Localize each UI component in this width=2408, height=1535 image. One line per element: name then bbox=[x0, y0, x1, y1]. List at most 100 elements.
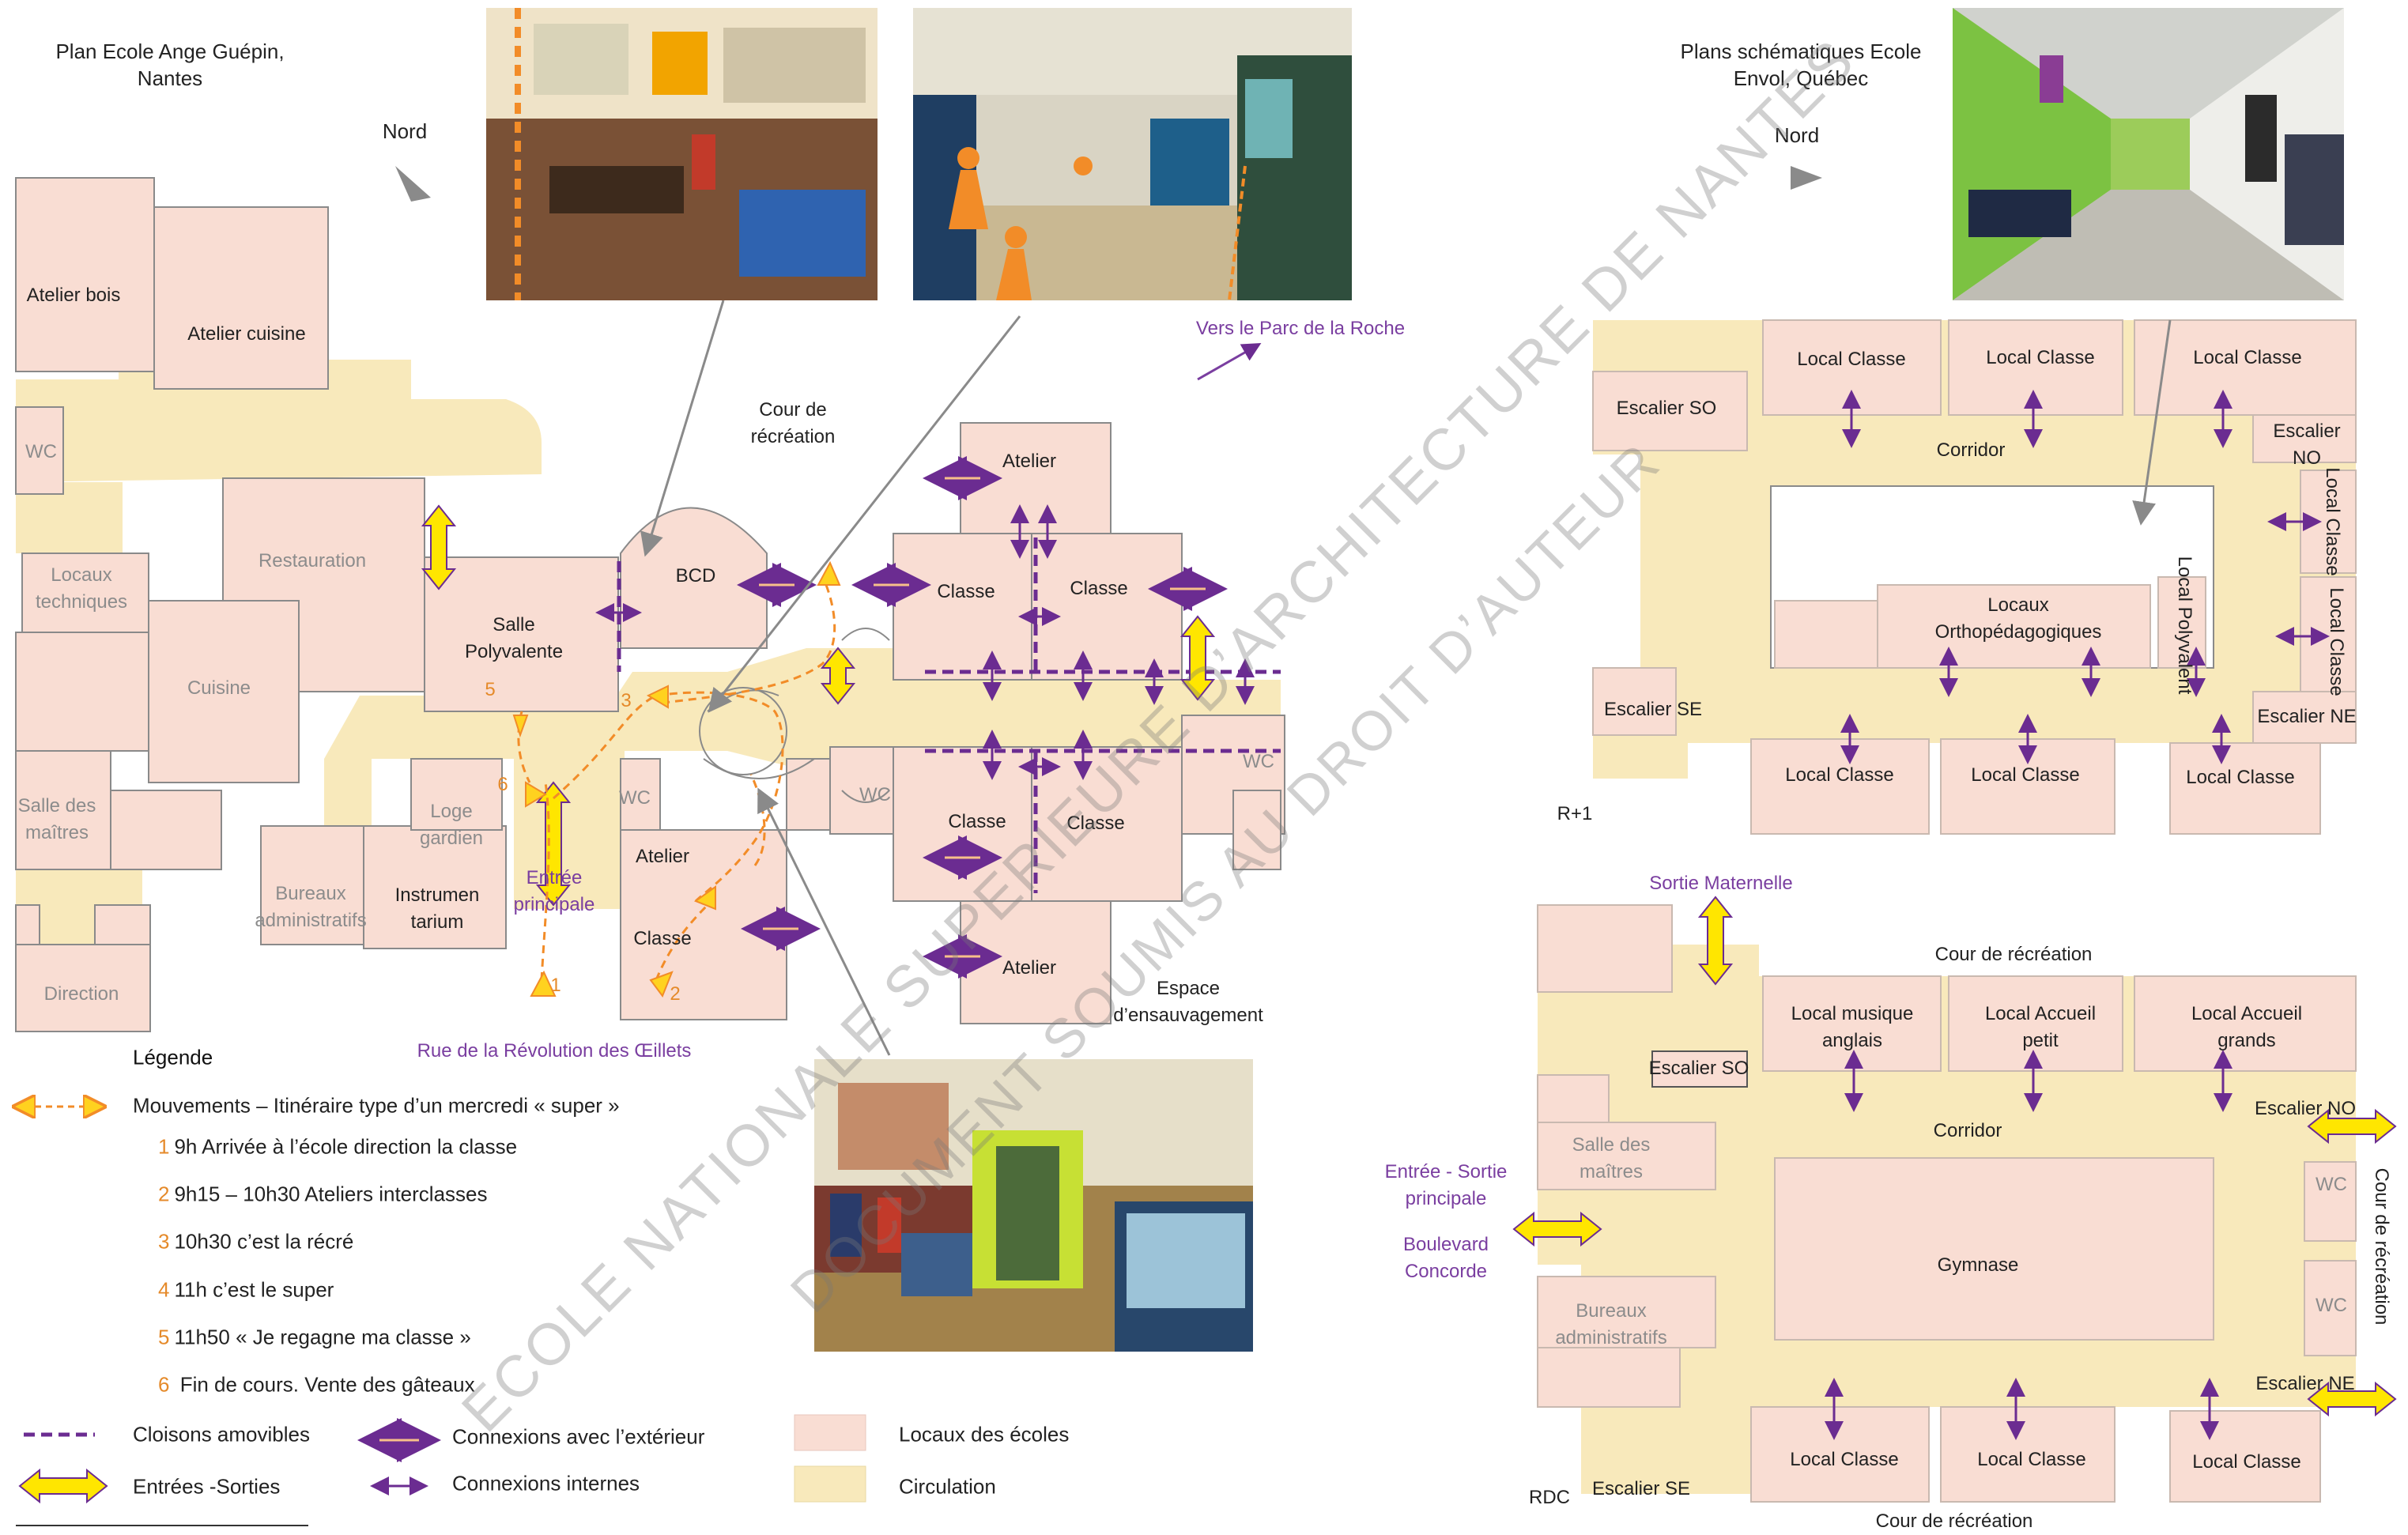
room-wc-c: WC bbox=[859, 784, 891, 805]
legend-symbols bbox=[16, 1107, 866, 1526]
upper-locaux-ortho: Locaux Orthopédagogiques bbox=[1934, 594, 2102, 643]
connexions-internes bbox=[595, 504, 1255, 780]
room-atelier-classe-bottom: Classe bbox=[633, 928, 692, 949]
upper-escalier-se: Escalier SE bbox=[1603, 699, 1703, 720]
rue-label: Rue de la Révolution des Œillets bbox=[417, 1040, 692, 1062]
room-wc-d: WC bbox=[1243, 751, 1274, 772]
upper-escalier-no: Escalier NO bbox=[2273, 421, 2341, 469]
right-lower-connections bbox=[1825, 1050, 2232, 1440]
right-upper-circulation bbox=[1593, 320, 2356, 779]
itineraire-markers bbox=[512, 560, 841, 998]
legend-movements: Mouvements – Itinéraire type d’un mercre… bbox=[133, 1093, 620, 1118]
left-curved-room-lines bbox=[699, 628, 890, 803]
upper-local-classe-6: Local Classe bbox=[2186, 767, 2295, 788]
photo-hall-bcd bbox=[913, 8, 1352, 300]
lower-entree-sortie: Entrée - Sortie principale bbox=[1384, 1161, 1508, 1209]
room-locaux-techniques: Locaux techniques bbox=[35, 564, 128, 613]
lower-corridor: Corridor bbox=[1933, 1120, 2002, 1141]
upper-local-classe-5: Local Classe bbox=[1971, 764, 2080, 786]
legend-step-6: 6 Fin de cours. Vente des gâteaux bbox=[158, 1372, 475, 1397]
right-upper-rooms bbox=[1592, 319, 2357, 835]
room-wc-b: WC bbox=[619, 787, 651, 809]
north-label-left: Nord bbox=[382, 119, 428, 143]
lower-sortie-maternelle: Sortie Maternelle bbox=[1649, 873, 1793, 894]
upper-local-classe-east-2: Local Classe bbox=[2326, 587, 2347, 696]
cour-de-recreation-left: Cour de récréation bbox=[750, 399, 836, 447]
lower-cour-north: Cour de récréation bbox=[1934, 944, 2093, 965]
north-label-right: Nord bbox=[1774, 123, 1820, 147]
lower-escalier-ne: Escalier NE bbox=[2255, 1373, 2355, 1394]
upper-level-label: R+1 bbox=[1557, 803, 1593, 824]
photo-salle-polyvalente bbox=[486, 8, 878, 300]
upper-escalier-so: Escalier SO bbox=[1616, 398, 1717, 419]
lower-escalier-no: Escalier NO bbox=[2254, 1098, 2357, 1119]
lower-bureaux: Bureaux administratifs bbox=[1555, 1300, 1667, 1348]
upper-local-classe-1: Local Classe bbox=[1797, 349, 1906, 370]
room-classe-2: Classe bbox=[1070, 578, 1128, 599]
room-salle-polyvalente: Salle Polyvalente bbox=[464, 614, 564, 662]
room-classe-1: Classe bbox=[937, 581, 995, 602]
route-marker-1: 1 bbox=[550, 975, 561, 996]
room-wc-a: WC bbox=[25, 441, 57, 462]
lower-local-accueil-grands: Local Accueil grands bbox=[2191, 1003, 2303, 1051]
lower-local-accueil-petit: Local Accueil petit bbox=[1984, 1003, 2097, 1051]
room-atelier-classe-top: Atelier bbox=[635, 846, 690, 867]
room-atelier-north: Atelier bbox=[1002, 451, 1057, 472]
right-lower-entries bbox=[1512, 896, 2397, 1417]
lower-escalier-se: Escalier SE bbox=[1591, 1478, 1691, 1499]
room-salle-des-maitres: Salle des maîtres bbox=[17, 795, 96, 843]
right-upper-connections bbox=[1840, 390, 2330, 764]
espace-ensauvagement-label: Espace d’ensauvagement bbox=[1113, 978, 1263, 1026]
lower-cour-south: Cour de récréation bbox=[1875, 1510, 2033, 1532]
photo-pointer-lines bbox=[640, 300, 1021, 1056]
room-atelier-south: Atelier bbox=[1002, 957, 1057, 979]
lower-escalier-so: Escalier SO bbox=[1648, 1058, 1749, 1079]
legend-circulation: Circulation bbox=[899, 1474, 996, 1499]
lower-salle-des-maitres: Salle des maîtres bbox=[1572, 1134, 1651, 1182]
upper-local-polyvalent: Local Polyvalent bbox=[2174, 556, 2195, 695]
room-atelier-cuisine: Atelier cuisine bbox=[187, 323, 306, 345]
lower-gymnase: Gymnase bbox=[1937, 1254, 2019, 1276]
photo-pointer-line-upper bbox=[2132, 319, 2172, 526]
room-classe-3: Classe bbox=[948, 811, 1006, 832]
legend-entrees: Entrées -Sorties bbox=[133, 1474, 281, 1499]
lower-local-classe-2: Local Classe bbox=[1977, 1449, 2086, 1470]
legend-cloisons: Cloisons amovibles bbox=[133, 1422, 310, 1446]
lower-wc-1: WC bbox=[2316, 1174, 2347, 1195]
route-marker-6: 6 bbox=[497, 774, 508, 795]
route-marker-5: 5 bbox=[485, 679, 496, 700]
vers-parc-label: Vers le Parc de la Roche bbox=[1195, 318, 1406, 339]
legend-locaux: Locaux des écoles bbox=[899, 1422, 1070, 1446]
room-restauration: Restauration bbox=[258, 550, 367, 571]
entree-principale-label: Entrée principale bbox=[513, 867, 595, 915]
room-loge-gardien: Loge gardien bbox=[419, 801, 484, 849]
north-arrow-left-icon bbox=[395, 166, 431, 202]
upper-escalier-ne: Escalier NE bbox=[2257, 706, 2357, 727]
lower-wc-2: WC bbox=[2316, 1295, 2347, 1316]
upper-local-classe-2: Local Classe bbox=[1986, 347, 2095, 368]
lower-local-classe-3: Local Classe bbox=[2192, 1451, 2301, 1473]
lower-cour-east: Cour de récréation bbox=[2371, 1167, 2392, 1326]
entrees-sorties bbox=[421, 504, 1216, 907]
north-arrow-right-icon bbox=[1791, 166, 1822, 190]
legend-connexions-int: Connexions internes bbox=[452, 1471, 640, 1495]
route-marker-2: 2 bbox=[670, 983, 681, 1005]
room-classe-4: Classe bbox=[1066, 813, 1125, 834]
upper-local-classe-3: Local Classe bbox=[2193, 347, 2302, 368]
left-rooms bbox=[15, 177, 1285, 1032]
room-cuisine: Cuisine bbox=[187, 677, 251, 699]
right-lower-rooms bbox=[1537, 904, 2357, 1503]
right-plan-title: Plans schématiques Ecole Envol, Québec bbox=[1680, 40, 1922, 90]
legend-title: Légende bbox=[133, 1045, 213, 1069]
left-plan-title: Plan Ecole Ange Guépin, Nantes bbox=[55, 40, 285, 90]
room-instrumentarium: Instrumen tarium bbox=[394, 884, 480, 933]
room-atelier-bois: Atelier bois bbox=[26, 285, 121, 306]
room-bcd: BCD bbox=[675, 565, 716, 586]
parc-arrow bbox=[1197, 343, 1262, 381]
